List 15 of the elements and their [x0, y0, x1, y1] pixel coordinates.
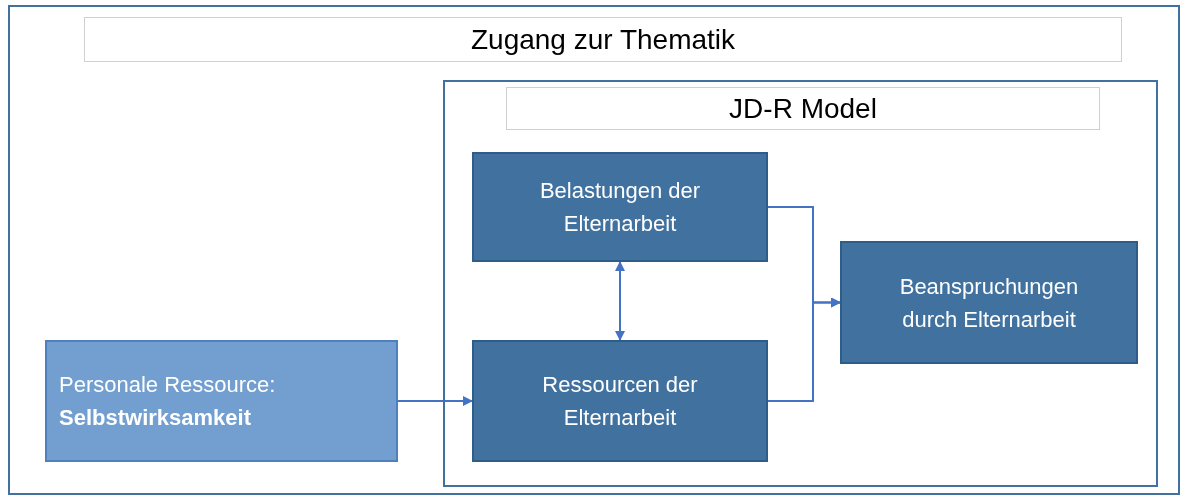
- process-box: [472, 340, 768, 462]
- heading-band: Zugang zur Thematik: [84, 17, 1122, 62]
- arrow: [615, 261, 625, 341]
- arrow: [397, 396, 473, 406]
- process-box: [45, 340, 398, 462]
- group-frame: [443, 80, 1158, 487]
- box-label: Ressourcen der Elternarbeit: [541, 371, 699, 432]
- box-label: Beanspruchungen durch Elternarbeit: [898, 272, 1080, 334]
- process-box: [840, 241, 1138, 364]
- box-label: Belastungen der Elternarbeit: [538, 177, 702, 238]
- arrow: [767, 297, 841, 402]
- heading-band: JD-R Model: [506, 87, 1100, 130]
- box-label: Personale Ressource: Selbstwirksamkeit: [59, 371, 277, 432]
- process-box: [472, 152, 768, 262]
- group-frame: [8, 5, 1180, 495]
